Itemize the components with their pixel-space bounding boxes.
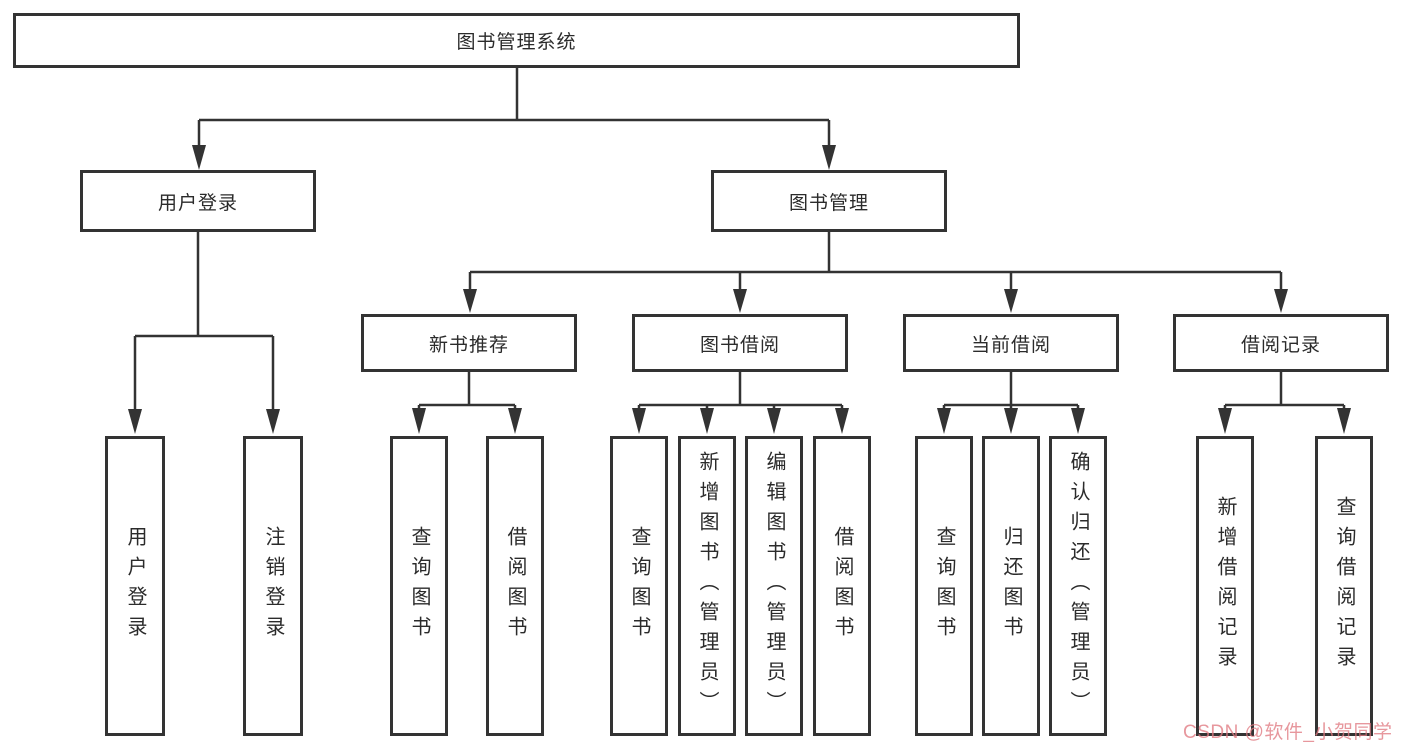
arrowhead [463,289,477,313]
node-leaf-user-login: 用户登录 [105,436,165,736]
node-leaf-nb-borrow-book: 借阅图书 [486,436,544,736]
arrowhead [835,408,849,434]
arrowhead [937,408,951,434]
arrowhead [1004,408,1018,434]
node-borrow-records: 借阅记录 [1173,314,1389,372]
node-leaf-cb-query-book: 查询图书 [915,436,973,736]
arrowhead [1274,289,1288,313]
arrowhead [700,408,714,434]
node-leaf-bb-query-book: 查询图书 [610,436,668,736]
connector-current-borrow-to-leaves [937,372,1085,434]
node-leaf-nb-query-book: 查询图书 [390,436,448,736]
arrowhead [632,408,646,434]
node-leaf-cb-return-book: 归还图书 [982,436,1040,736]
node-book-borrow: 图书借阅 [632,314,848,372]
arrowhead [1071,408,1085,434]
arrowhead [412,408,426,434]
arrowhead [733,289,747,313]
connector-book-borrow-to-leaves [632,372,849,434]
arrowhead [128,409,142,434]
node-user-login: 用户登录 [80,170,316,232]
arrowhead [508,408,522,434]
node-leaf-bb-edit-book-admin: 编辑图书（管理员） [745,436,803,736]
connector-user-login-to-leaves [128,232,280,434]
arrowhead [822,145,836,170]
node-leaf-br-query-record: 查询借阅记录 [1315,436,1373,736]
node-leaf-logout: 注销登录 [243,436,303,736]
node-leaf-br-add-record: 新增借阅记录 [1196,436,1254,736]
csdn-watermark: CSDN @软件_小贺同学 [1183,722,1393,743]
node-leaf-bb-borrow-book: 借阅图书 [813,436,871,736]
arrowhead [1337,408,1351,434]
node-leaf-cb-confirm-return-admin: 确认归还（管理员） [1049,436,1107,736]
connector-book-management-to-level3 [463,232,1288,313]
connector-root-to-level2 [192,68,836,170]
node-root: 图书管理系统 [13,13,1020,68]
node-book-management: 图书管理 [711,170,947,232]
connector-new-book-to-leaves [412,372,522,434]
arrowhead [1004,289,1018,313]
arrowhead [767,408,781,434]
arrowhead [192,145,206,170]
node-new-book-recommend: 新书推荐 [361,314,577,372]
arrowhead [1218,408,1232,434]
arrowhead [266,409,280,434]
node-leaf-bb-add-book-admin: 新增图书（管理员） [678,436,736,736]
connector-borrow-records-to-leaves [1218,372,1351,434]
node-current-borrow: 当前借阅 [903,314,1119,372]
